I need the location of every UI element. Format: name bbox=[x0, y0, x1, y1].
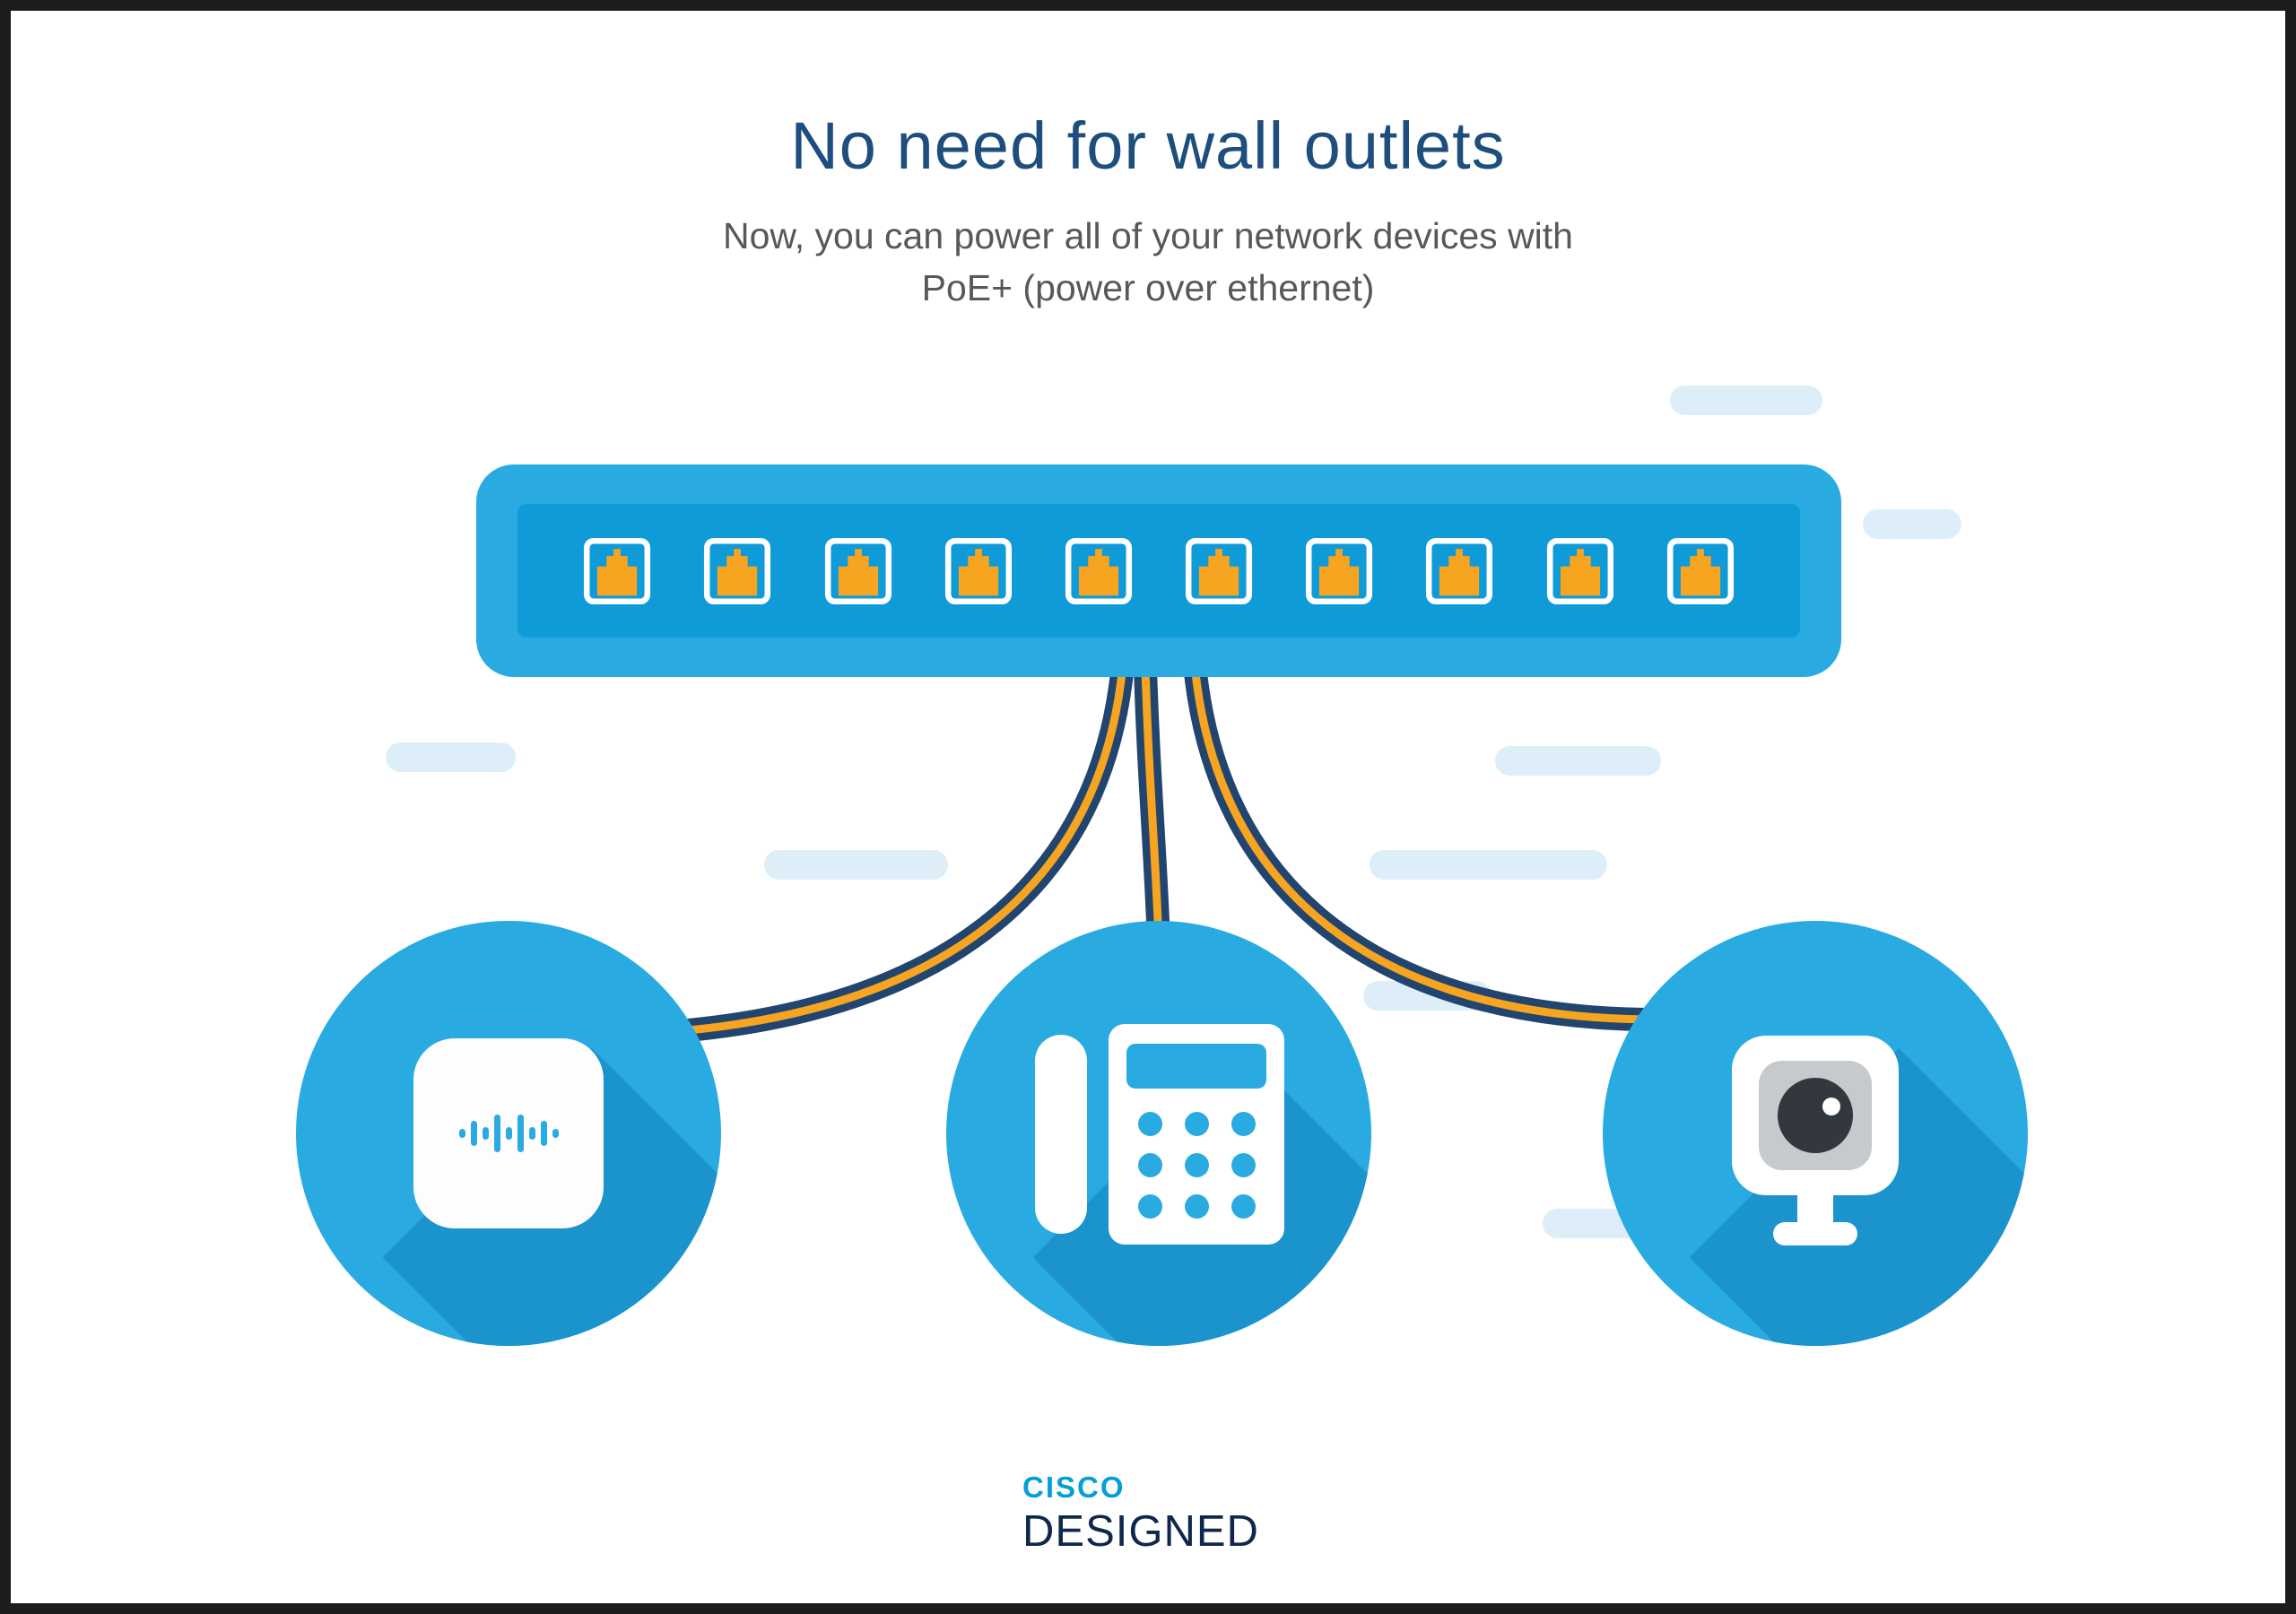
cisco-designed-logo: CISCO DESIGNED bbox=[1022, 1471, 1259, 1557]
subtitle-line-2: PoE+ (power over ethernet) bbox=[921, 267, 1375, 309]
device-circle-phone bbox=[946, 921, 1371, 1346]
wireless-access-point-icon bbox=[413, 1038, 604, 1228]
phone-body bbox=[1109, 1024, 1284, 1245]
ethernet-port-icon bbox=[1426, 537, 1493, 604]
decorative-pill bbox=[1370, 850, 1607, 880]
camera-lens bbox=[1778, 1078, 1853, 1153]
device-circle-access-point bbox=[296, 921, 721, 1346]
signal-waveform-icon bbox=[458, 1115, 559, 1152]
ethernet-port-icon bbox=[1546, 537, 1613, 604]
switch-port-row bbox=[517, 504, 1800, 638]
camera-body bbox=[1732, 1036, 1899, 1195]
ethernet-port-icon bbox=[1306, 537, 1373, 604]
ethernet-port-icon bbox=[1185, 537, 1253, 604]
decorative-pill bbox=[764, 850, 948, 880]
phone-handset bbox=[1035, 1035, 1087, 1234]
device-circle-camera bbox=[1603, 921, 2028, 1346]
ethernet-port-icon bbox=[824, 537, 891, 604]
lens-highlight bbox=[1822, 1098, 1840, 1115]
ethernet-port-icon bbox=[704, 537, 771, 604]
decorative-pill bbox=[1363, 981, 1491, 1011]
ethernet-port-icon bbox=[1065, 537, 1132, 604]
cable-to-phone bbox=[1133, 638, 1170, 944]
designed-wordmark: DESIGNED bbox=[1022, 1507, 1259, 1556]
poe-switch bbox=[476, 464, 1841, 677]
page-title: No need for wall outlets bbox=[790, 108, 1506, 183]
ethernet-port-icon bbox=[944, 537, 1012, 604]
voip-desk-phone-icon bbox=[1035, 1024, 1284, 1245]
ethernet-port-icon bbox=[1666, 537, 1734, 604]
camera-stand-foot bbox=[1773, 1222, 1857, 1245]
subtitle-line-1: Now, you can power all of your network d… bbox=[722, 215, 1573, 256]
cisco-wordmark: CISCO bbox=[1022, 1471, 1126, 1504]
decorative-pill bbox=[1670, 386, 1822, 415]
webcam-icon bbox=[1603, 921, 2028, 1346]
decorative-pill bbox=[386, 742, 516, 772]
decorative-pill bbox=[1863, 509, 1961, 539]
camera-stand-neck bbox=[1797, 1190, 1833, 1226]
decorative-pill bbox=[1495, 746, 1661, 776]
ethernet-port-icon bbox=[584, 537, 651, 604]
phone-screen bbox=[1126, 1044, 1266, 1089]
phone-keypad bbox=[1126, 1112, 1266, 1219]
camera-face bbox=[1759, 1061, 1872, 1170]
page-subtitle: Now, you can power all of your network d… bbox=[11, 210, 2285, 314]
